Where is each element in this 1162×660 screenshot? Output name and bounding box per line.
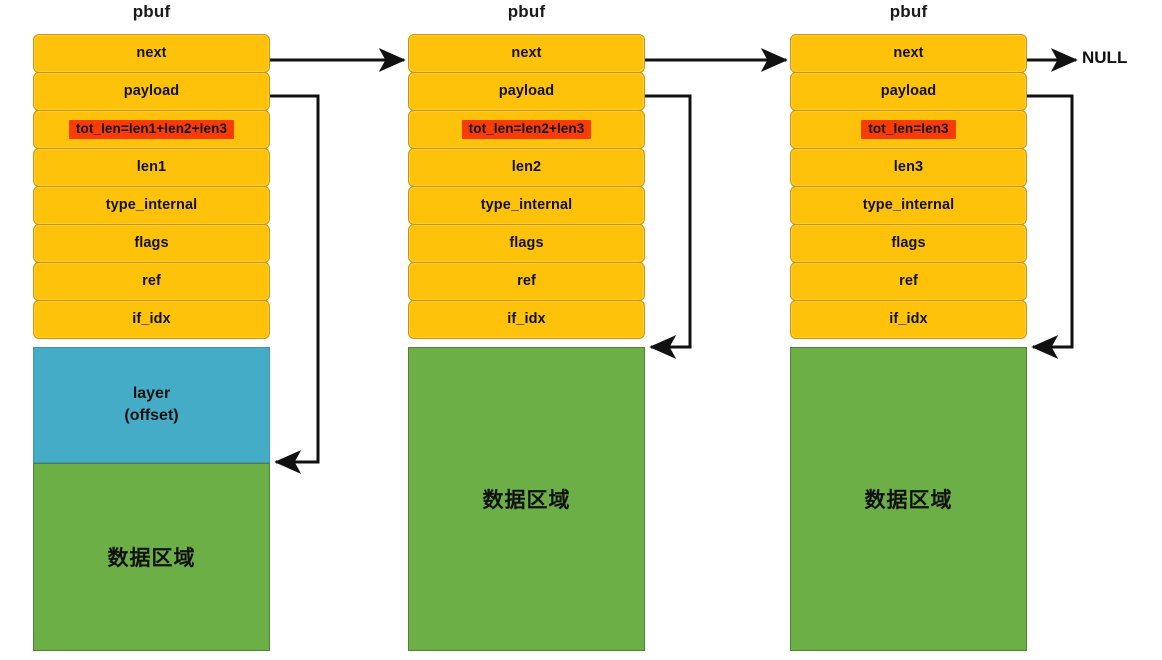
field-type-internal-3[interactable]: type_internal <box>790 186 1027 225</box>
field-label: tot_len=len2+len3 <box>461 120 592 139</box>
field-tot-len-2[interactable]: tot_len=len2+len3 <box>408 110 645 149</box>
field-label: ref <box>142 273 161 290</box>
layer-label-line2: (offset) <box>124 407 179 424</box>
field-label: next <box>136 45 167 62</box>
pbuf-column-2: pbuf next payload tot_len=len2+len3 len2… <box>408 0 645 660</box>
field-if-idx-1[interactable]: if_idx <box>33 300 270 339</box>
data-region-label: 数据区域 <box>864 488 953 512</box>
payload-pointer-arrow-2 <box>645 94 692 359</box>
payload-pointer-arrow-3 <box>1027 94 1074 359</box>
layer-label-line1: layer <box>132 385 171 403</box>
pbuf-column-3: pbuf next payload tot_len=len3 len3 type… <box>790 0 1027 660</box>
field-label: if_idx <box>889 311 928 328</box>
field-flags-3[interactable]: flags <box>790 224 1027 263</box>
pbuf-title-1: pbuf <box>132 2 171 21</box>
field-stack-3: next payload tot_len=len3 len3 type_inte… <box>790 34 1027 339</box>
field-next-1[interactable]: next <box>33 34 270 73</box>
field-label: len1 <box>136 159 167 176</box>
pbuf-column-1: pbuf next payload tot_len=len1+len2+len3… <box>33 0 270 660</box>
field-label: if_idx <box>132 311 171 328</box>
field-label: type_internal <box>105 197 198 214</box>
field-payload-1[interactable]: payload <box>33 72 270 111</box>
data-region-label: 数据区域 <box>107 546 196 570</box>
field-label: ref <box>899 273 918 290</box>
field-len-3[interactable]: len3 <box>790 148 1027 187</box>
field-if-idx-3[interactable]: if_idx <box>790 300 1027 339</box>
field-label: payload <box>123 83 180 100</box>
field-label: flags <box>134 235 169 252</box>
pbuf-title-2: pbuf <box>507 2 546 21</box>
field-len-1[interactable]: len1 <box>33 148 270 187</box>
null-terminator-label: NULL <box>1082 48 1128 67</box>
field-label: flags <box>891 235 926 252</box>
field-type-internal-1[interactable]: type_internal <box>33 186 270 225</box>
data-region-box-2: 数据区域 <box>408 347 645 651</box>
field-payload-3[interactable]: payload <box>790 72 1027 111</box>
data-region-box-3: 数据区域 <box>790 347 1027 651</box>
field-label: len3 <box>893 159 924 176</box>
field-label: payload <box>880 83 937 100</box>
field-stack-1: next payload tot_len=len1+len2+len3 len1… <box>33 34 270 339</box>
field-tot-len-3[interactable]: tot_len=len3 <box>790 110 1027 149</box>
field-label: type_internal <box>862 197 955 214</box>
field-flags-1[interactable]: flags <box>33 224 270 263</box>
field-ref-3[interactable]: ref <box>790 262 1027 301</box>
field-label: ref <box>517 273 536 290</box>
field-next-2[interactable]: next <box>408 34 645 73</box>
field-label: len2 <box>511 159 542 176</box>
payload-pointer-arrow-1 <box>270 94 320 474</box>
field-label: next <box>893 45 924 62</box>
field-if-idx-2[interactable]: if_idx <box>408 300 645 339</box>
field-label: if_idx <box>507 311 546 328</box>
field-ref-2[interactable]: ref <box>408 262 645 301</box>
field-stack-2: next payload tot_len=len2+len3 len2 type… <box>408 34 645 339</box>
field-label: tot_len=len3 <box>861 120 956 139</box>
field-label: payload <box>498 83 555 100</box>
field-label: type_internal <box>480 197 573 214</box>
field-tot-len-1[interactable]: tot_len=len1+len2+len3 <box>33 110 270 149</box>
layer-offset-box-1: layer (offset) <box>33 347 270 463</box>
field-len-2[interactable]: len2 <box>408 148 645 187</box>
field-type-internal-2[interactable]: type_internal <box>408 186 645 225</box>
field-ref-1[interactable]: ref <box>33 262 270 301</box>
data-region-box-1: 数据区域 <box>33 463 270 651</box>
field-next-3[interactable]: next <box>790 34 1027 73</box>
data-region-label: 数据区域 <box>482 488 571 512</box>
field-flags-2[interactable]: flags <box>408 224 645 263</box>
field-label: flags <box>509 235 544 252</box>
field-label: tot_len=len1+len2+len3 <box>68 120 235 139</box>
field-label: next <box>511 45 542 62</box>
pbuf-title-3: pbuf <box>889 2 928 21</box>
field-payload-2[interactable]: payload <box>408 72 645 111</box>
